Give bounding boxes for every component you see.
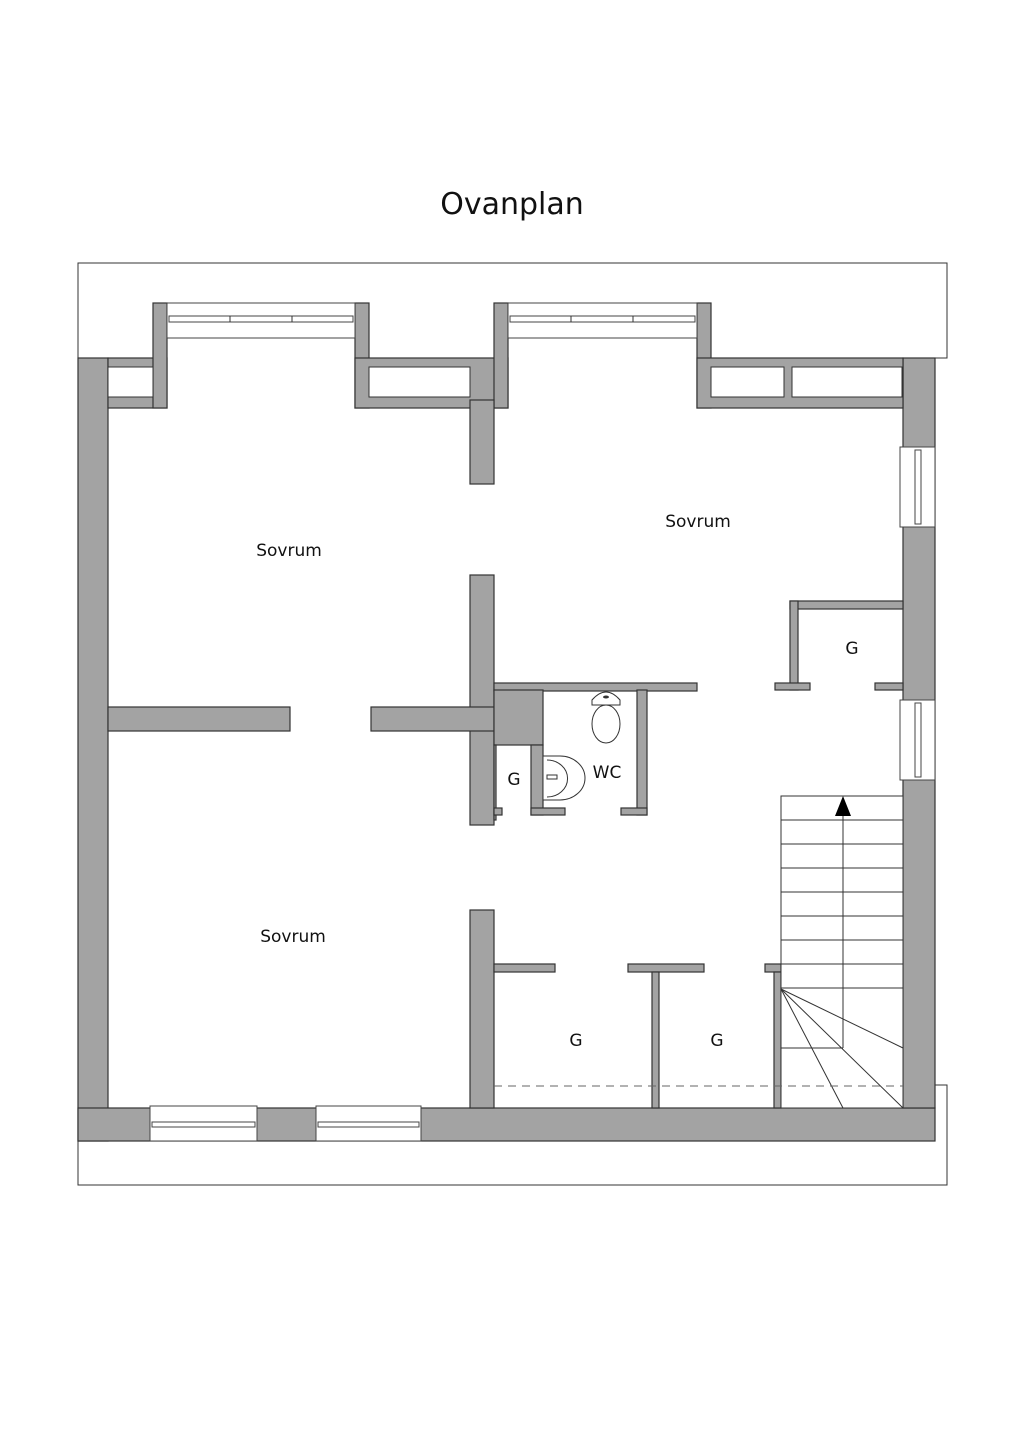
arrow-up-icon (835, 796, 851, 816)
windows (149, 302, 936, 1142)
roof-outline (77, 262, 948, 1186)
toilet-icon (591, 691, 621, 744)
room-label-wc: WC (593, 763, 622, 783)
room-label-closet-1: G (845, 639, 858, 659)
room-label-closet-2: G (507, 770, 520, 790)
room-label-bedroom-3: Sovrum (260, 927, 326, 947)
room-label-closet-3: G (569, 1031, 582, 1051)
plan-title: Ovanplan (440, 187, 584, 222)
room-label-bedroom-2: Sovrum (665, 512, 731, 532)
room-label-bedroom-1: Sovrum (256, 541, 322, 561)
staircase (780, 795, 904, 1109)
sink-icon (542, 755, 586, 801)
room-label-closet-4: G (710, 1031, 723, 1051)
